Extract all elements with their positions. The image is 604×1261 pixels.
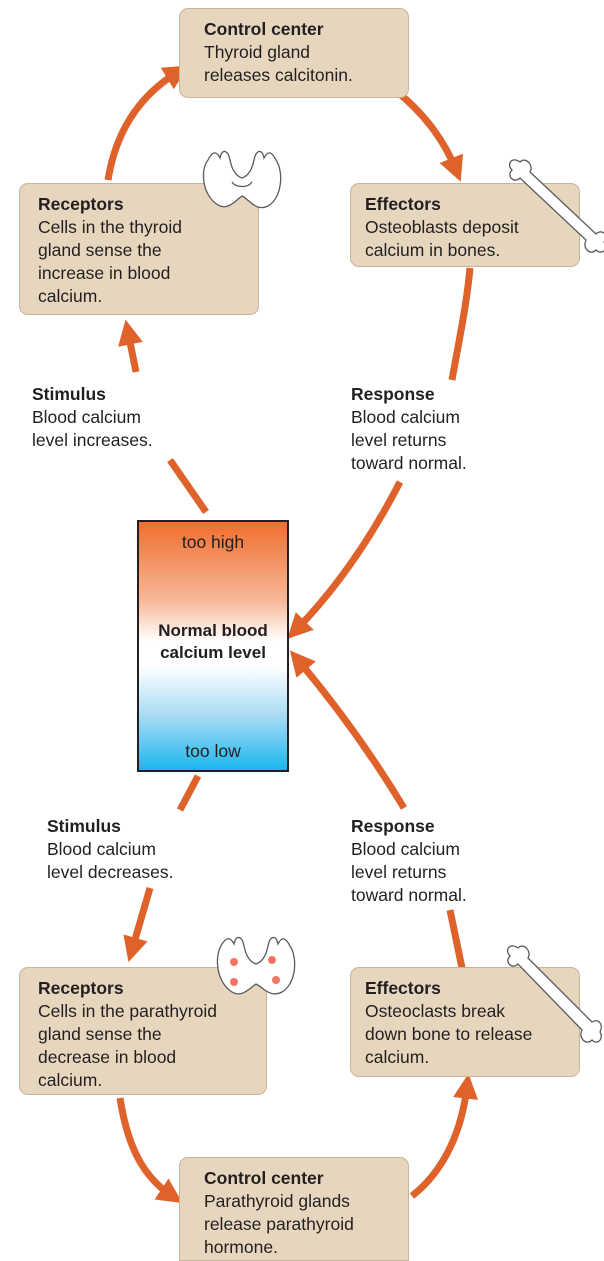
normal-level-label: Normal blood calcium level <box>139 620 287 664</box>
arrow-response-to-gauge-bottom <box>289 650 407 810</box>
effectors-title: Effectors <box>365 194 441 214</box>
response-title: Response <box>351 816 435 836</box>
control-center-text: Thyroid gland <box>204 42 311 62</box>
arrow-stimulus-to-receptors-bottom <box>123 887 154 963</box>
response-text: level returns <box>351 430 447 450</box>
normal-level-line: Normal blood <box>158 621 268 640</box>
arrow-response-to-gauge-top <box>287 480 404 640</box>
effectors-box-bottom: Effectors Osteoclasts break down bone to… <box>350 967 580 1077</box>
arrow-receptors-to-control-bottom <box>116 1097 183 1203</box>
effectors-text: Osteoclasts break <box>365 1001 506 1021</box>
control-center-text: hormone. <box>204 1237 278 1257</box>
receptors-text: calcium. <box>38 1070 103 1090</box>
response-text: toward normal. <box>351 453 467 473</box>
control-center-text: release parathyroid <box>204 1214 354 1234</box>
effectors-box-top: Effectors Osteoblasts deposit calcium in… <box>350 183 580 267</box>
arrow-stimulus-to-receptors-top-head <box>118 319 143 373</box>
arrow-control-to-effectors-top <box>392 87 464 182</box>
response-label-top: Response Blood calcium level returns tow… <box>351 383 467 475</box>
control-center-title: Control center <box>204 1168 324 1188</box>
receptors-text: calcium. <box>38 286 103 306</box>
response-label-bottom: Response Blood calcium level returns tow… <box>351 815 467 907</box>
stimulus-text: Blood calcium <box>32 407 141 427</box>
receptors-text: Cells in the parathyroid <box>38 1001 217 1021</box>
arrow-receptors-to-control-top <box>104 65 189 181</box>
control-center-title: Control center <box>204 19 324 39</box>
response-text: Blood calcium <box>351 407 460 427</box>
stimulus-text: Blood calcium <box>47 839 156 859</box>
too-high-label: too high <box>181 532 245 552</box>
calcium-level-gauge: too high Normal blood calcium level too … <box>137 520 289 772</box>
arrow-control-to-effectors-bottom <box>409 1073 479 1199</box>
receptors-title: Receptors <box>38 194 124 214</box>
arrow-effectors-to-response-top <box>448 267 474 381</box>
control-center-box-top: Control center Thyroid gland releases ca… <box>179 8 409 98</box>
stimulus-text: level decreases. <box>47 862 174 882</box>
stimulus-title: Stimulus <box>32 384 106 404</box>
response-text: Blood calcium <box>351 839 460 859</box>
response-title: Response <box>351 384 435 404</box>
receptors-text: gland sense the <box>38 240 162 260</box>
effectors-title: Effectors <box>365 978 441 998</box>
control-center-box-bottom: Control center Parathyroid glands releas… <box>179 1157 409 1261</box>
too-low-label: too low <box>185 741 241 761</box>
stimulus-label-bottom: Stimulus Blood calcium level decreases. <box>47 815 173 884</box>
stimulus-text: level increases. <box>32 430 153 450</box>
control-center-text: releases calcitonin. <box>204 65 353 85</box>
arrow-effectors-to-response-bottom <box>446 909 466 969</box>
response-text: toward normal. <box>351 885 467 905</box>
normal-level-line: calcium level <box>160 643 266 662</box>
arrow-stimulus-to-receptors-top <box>167 458 209 514</box>
receptors-title: Receptors <box>38 978 124 998</box>
receptors-text: Cells in the thyroid <box>38 217 182 237</box>
response-text: level returns <box>351 862 447 882</box>
receptors-box-bottom: Receptors Cells in the parathyroid gland… <box>19 967 267 1095</box>
stimulus-label-top: Stimulus Blood calcium level increases. <box>32 383 153 452</box>
receptors-text: increase in blood <box>38 263 171 283</box>
receptors-text: decrease in blood <box>38 1047 177 1067</box>
effectors-text: Osteoblasts deposit <box>365 217 519 237</box>
effectors-text: down bone to release <box>365 1024 533 1044</box>
effectors-text: calcium in bones. <box>365 240 501 260</box>
arrow-gauge-to-stimulus-bottom <box>176 774 202 812</box>
stimulus-title: Stimulus <box>47 816 121 836</box>
receptors-text: gland sense the <box>38 1024 162 1044</box>
control-center-text: Parathyroid glands <box>204 1191 350 1211</box>
effectors-text: calcium. <box>365 1047 430 1067</box>
receptors-box-top: Receptors Cells in the thyroid gland sen… <box>19 183 259 315</box>
